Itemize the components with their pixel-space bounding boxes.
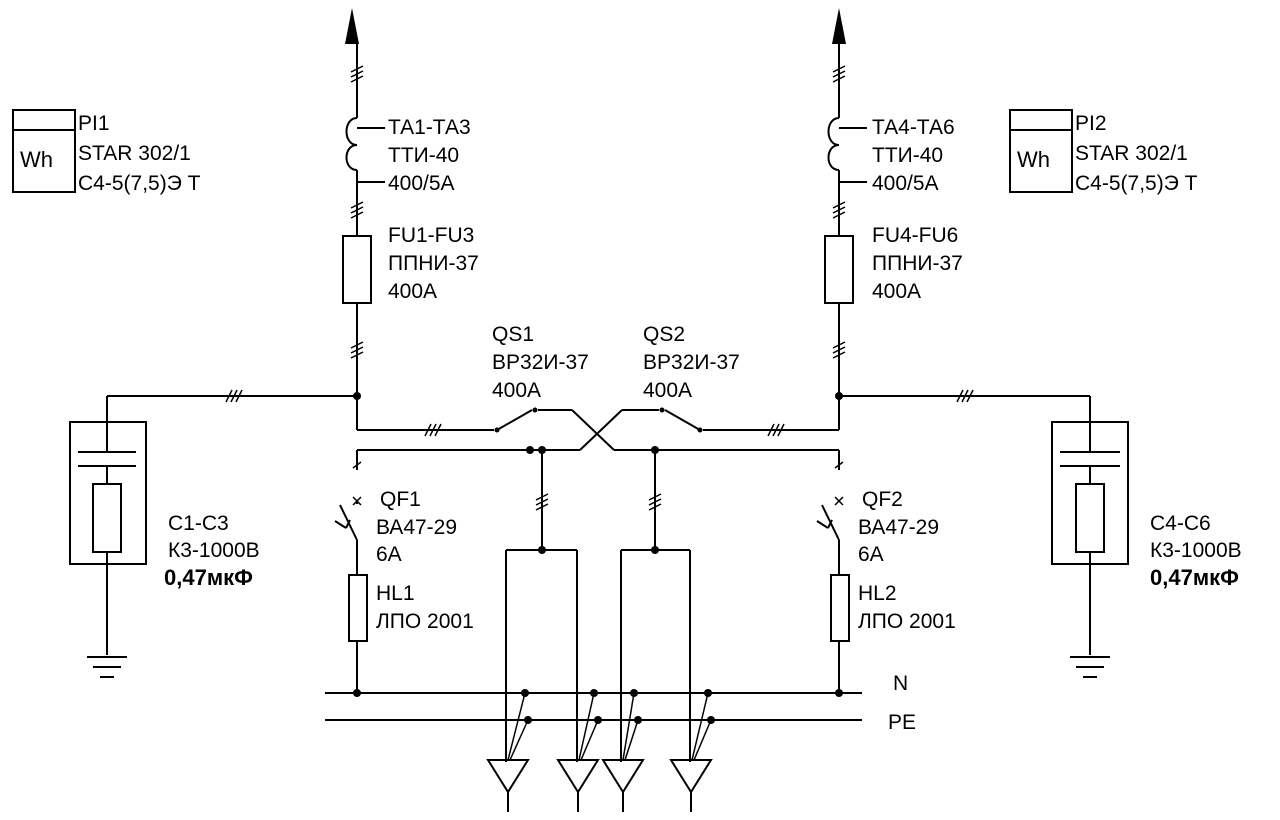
- pi1-spec: С4-5(7,5)Э Т: [78, 172, 201, 195]
- fuse-icon: [824, 235, 854, 304]
- qs2-rating: 400А: [643, 379, 692, 402]
- qf2-ref: QF2: [862, 488, 903, 511]
- qf1-rating: 6А: [376, 543, 402, 566]
- cap-right-value: 0,47мкФ: [1150, 565, 1239, 590]
- qs1-model: ВР32И-37: [492, 351, 589, 374]
- watt-hour-meter-icon: Wh: [20, 147, 53, 172]
- neutral-bus: N: [325, 672, 908, 695]
- ground-icon: [1070, 656, 1110, 678]
- ground-icon: [87, 656, 127, 678]
- lamp-hl1-icon: [348, 574, 368, 642]
- breaker-qf2-icon: [816, 496, 844, 575]
- current-transformer-icon: [827, 117, 867, 183]
- ta-left-rating: 400/5А: [388, 172, 455, 195]
- hl2-model: ЛПО 2001: [858, 610, 956, 633]
- pi2-model: STAR 302/1: [1075, 142, 1188, 165]
- meter-pi2: Wh PI2 STAR 302/1 С4-5(7,5)Э Т: [1009, 109, 1198, 195]
- qf2-rating: 6А: [858, 543, 884, 566]
- qf1-model: ВА47-29: [376, 516, 457, 539]
- three-phase-tick-icon: [350, 65, 364, 83]
- switch-qs2: QS2 ВР32И-37 400А: [579, 323, 839, 451]
- qf1-ref: QF1: [380, 488, 421, 511]
- fu-left-model: ППНИ-37: [388, 252, 479, 275]
- cap-left-value: 0,47мкФ: [164, 565, 253, 590]
- pi2-ref: PI2: [1075, 112, 1107, 135]
- outgoing-feeder-icon: [486, 759, 530, 812]
- pi2-spec: С4-5(7,5)Э Т: [1075, 172, 1198, 195]
- three-phase-tick-icon: [767, 423, 785, 437]
- qs1-ref: QS1: [492, 323, 534, 346]
- pi1-ref: PI1: [78, 112, 110, 135]
- three-phase-tick-icon: [956, 389, 974, 403]
- qs1-rating: 400А: [492, 379, 541, 402]
- branch-qf2-hl2: QF2 ВА47-29 6А HL2 ЛПО 2001: [816, 450, 956, 697]
- central-bus: [357, 446, 839, 454]
- bus-pe-label: PE: [888, 711, 916, 734]
- right-incomer: ТА4-ТА6 ТТИ-40 400/5А FU4-FU6 ППНИ-37 40…: [824, 8, 963, 430]
- pi1-model: STAR 302/1: [78, 142, 191, 165]
- bus-n-label: N: [893, 672, 908, 695]
- cap-left-model: К3-1000В: [168, 539, 260, 562]
- meter-pi1: Wh PI1 STAR 302/1 С4-5(7,5)Э Т: [12, 109, 201, 195]
- cap-right-model: К3-1000В: [1150, 539, 1242, 562]
- breaker-qf1-icon: [334, 496, 362, 575]
- switch-qs1: QS1 ВР32И-37 400А: [357, 323, 615, 451]
- fu-left-ref: FU1-FU3: [388, 224, 474, 247]
- outgoing-feeder-icon: [601, 759, 645, 812]
- three-phase-tick-icon: [832, 341, 846, 359]
- fu-left-rating: 400А: [388, 280, 437, 303]
- cap-left-ref: C1-C3: [168, 512, 229, 535]
- three-phase-tick-icon: [424, 423, 442, 437]
- ta-right-ref: ТА4-ТА6: [872, 116, 955, 139]
- fu-right-ref: FU4-FU6: [872, 224, 958, 247]
- three-phase-tick-icon: [350, 201, 364, 219]
- ta-left-model: ТТИ-40: [388, 144, 459, 167]
- lamp-hl2-icon: [830, 574, 850, 642]
- ta-right-model: ТТИ-40: [872, 144, 943, 167]
- three-phase-tick-icon: [832, 65, 846, 83]
- capacitor-bank-left: C1-C3 К3-1000В 0,47мкФ: [69, 389, 357, 678]
- hl1-model: ЛПО 2001: [376, 610, 474, 633]
- three-phase-tick-icon: [225, 389, 243, 403]
- pe-bus: PE: [325, 711, 916, 734]
- cap-right-ref: C4-C6: [1150, 512, 1211, 535]
- outgoing-feeder-icon: [669, 759, 713, 812]
- capacitor-bank-right: C4-C6 К3-1000В 0,47мкФ: [839, 389, 1242, 678]
- qf2-model: ВА47-29: [858, 516, 939, 539]
- right-output-arrow-icon: [832, 8, 846, 44]
- fu-right-model: ППНИ-37: [872, 252, 963, 275]
- fuse-icon: [342, 235, 372, 304]
- three-phase-tick-icon: [535, 493, 549, 511]
- qs2-model: ВР32И-37: [643, 351, 740, 374]
- ta-right-rating: 400/5А: [872, 172, 939, 195]
- three-phase-tick-icon: [648, 493, 662, 511]
- qs2-ref: QS2: [643, 323, 685, 346]
- hl2-ref: HL2: [858, 582, 897, 605]
- left-output-arrow-icon: [345, 8, 359, 44]
- branch-qf1-hl1: QF1 ВА47-29 6А HL1 ЛПО 2001: [334, 450, 474, 697]
- fu-right-rating: 400А: [872, 280, 921, 303]
- hl1-ref: HL1: [376, 582, 415, 605]
- ta-left-ref: ТА1-ТА3: [388, 116, 471, 139]
- three-phase-tick-icon: [350, 341, 364, 359]
- three-phase-tick-icon: [832, 201, 846, 219]
- left-incomer: ТА1-ТА3 ТТИ-40 400/5А FU1-FU3 ППНИ-37 40…: [342, 8, 479, 430]
- watt-hour-meter-icon: Wh: [1017, 147, 1050, 172]
- outgoing-feeder-icon: [556, 759, 600, 812]
- feeders: [486, 450, 715, 812]
- current-transformer-icon: [345, 117, 385, 183]
